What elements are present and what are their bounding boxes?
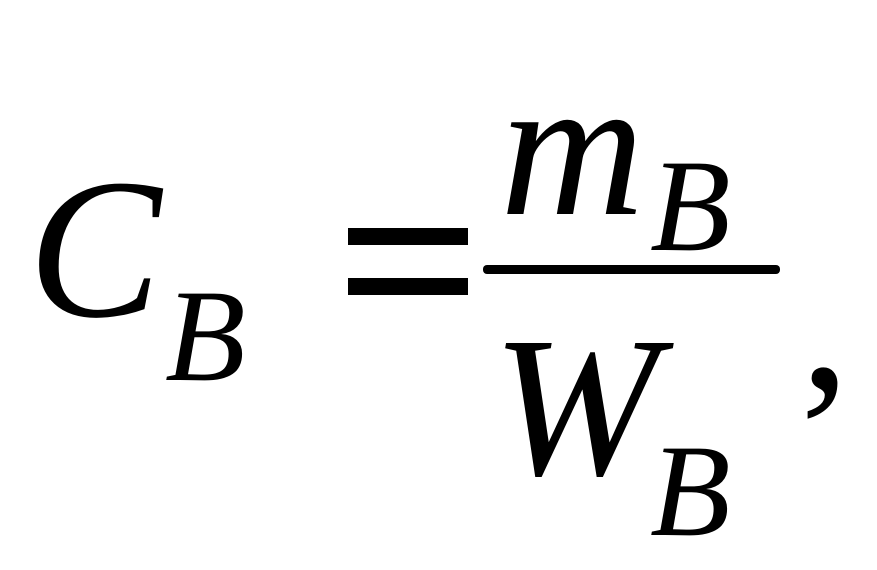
equals-sign-top-bar (348, 228, 468, 245)
numerator-subscript: B (650, 132, 731, 279)
denominator-symbol: W (492, 297, 659, 518)
denominator-subscript: B (650, 417, 731, 564)
trailing-comma: , (800, 211, 850, 432)
fraction-bar (483, 265, 780, 274)
numerator-symbol: m (500, 37, 645, 258)
lhs-subscript: B (165, 262, 246, 409)
lhs-symbol: C (28, 139, 162, 360)
equals-sign-bottom-bar (348, 278, 468, 295)
